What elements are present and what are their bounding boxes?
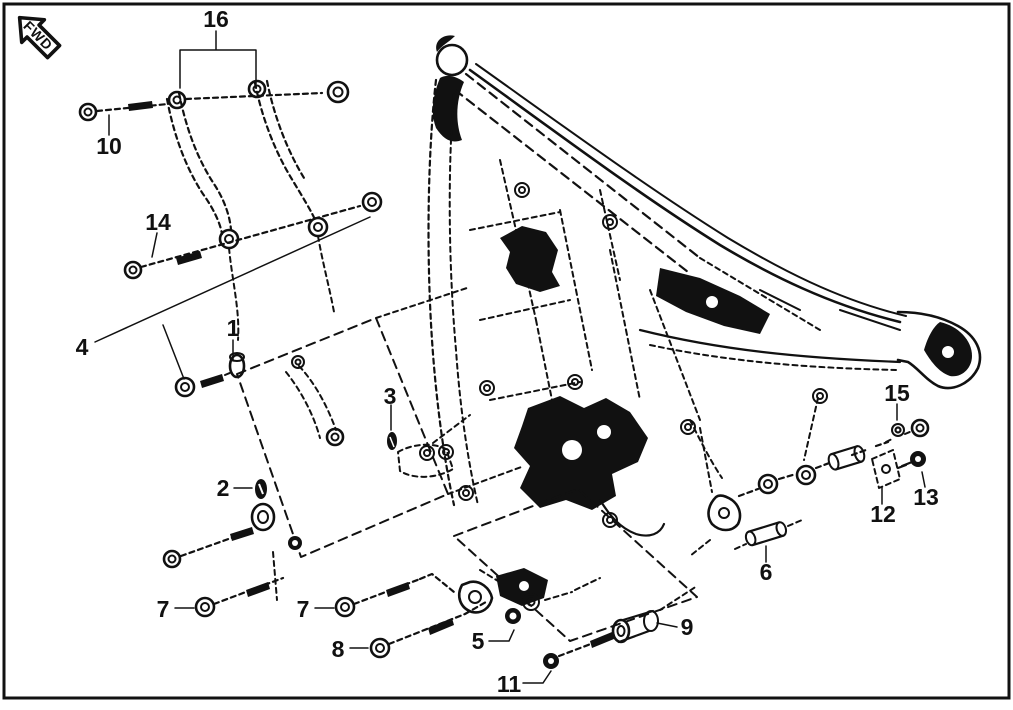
part-11-nut: [522, 632, 614, 684]
part-label-7b: 7: [297, 596, 310, 622]
part-labels: 16 10 14 4 1 2 3 7 7 8 5 11 9 6 12 13 15: [76, 6, 939, 697]
part-label-15: 15: [884, 380, 910, 406]
part-label-1: 1: [227, 315, 240, 341]
part-label-13: 13: [913, 484, 939, 510]
part-label-6: 6: [760, 559, 773, 585]
part-9-bushing: [611, 585, 698, 644]
page-border: [2, 2, 1011, 700]
fwd-arrow-icon: FWD: [17, 15, 62, 60]
part-label-14: 14: [145, 209, 171, 235]
part-8-bolt: [349, 600, 488, 659]
part-label-7a: 7: [157, 596, 170, 622]
part-label-11: 11: [497, 671, 522, 697]
part-label-3: 3: [384, 383, 397, 409]
part-label-10: 10: [96, 133, 122, 159]
part-label-8: 8: [332, 636, 345, 662]
part-3-damper: [387, 404, 471, 478]
part-6-12-13-15-group: [689, 397, 930, 563]
leader-part-4: [94, 216, 371, 380]
part-label-2: 2: [217, 475, 230, 501]
part-7-bolt-right: [314, 572, 456, 618]
part-4-bracket-assembly: [162, 286, 525, 601]
part-14-bolt: [123, 191, 383, 280]
part-5-bracket: [453, 488, 698, 642]
part-10-bolt: [78, 80, 350, 136]
motorcycle-frame: [427, 35, 982, 537]
part-16-bracket: [165, 30, 335, 341]
part-label-12: 12: [870, 501, 896, 527]
part-label-16: 16: [203, 6, 229, 32]
part-label-9: 9: [681, 614, 694, 640]
part-label-5: 5: [472, 628, 485, 654]
part-label-4: 4: [76, 334, 89, 360]
part-7-bolt-left: [174, 576, 285, 618]
